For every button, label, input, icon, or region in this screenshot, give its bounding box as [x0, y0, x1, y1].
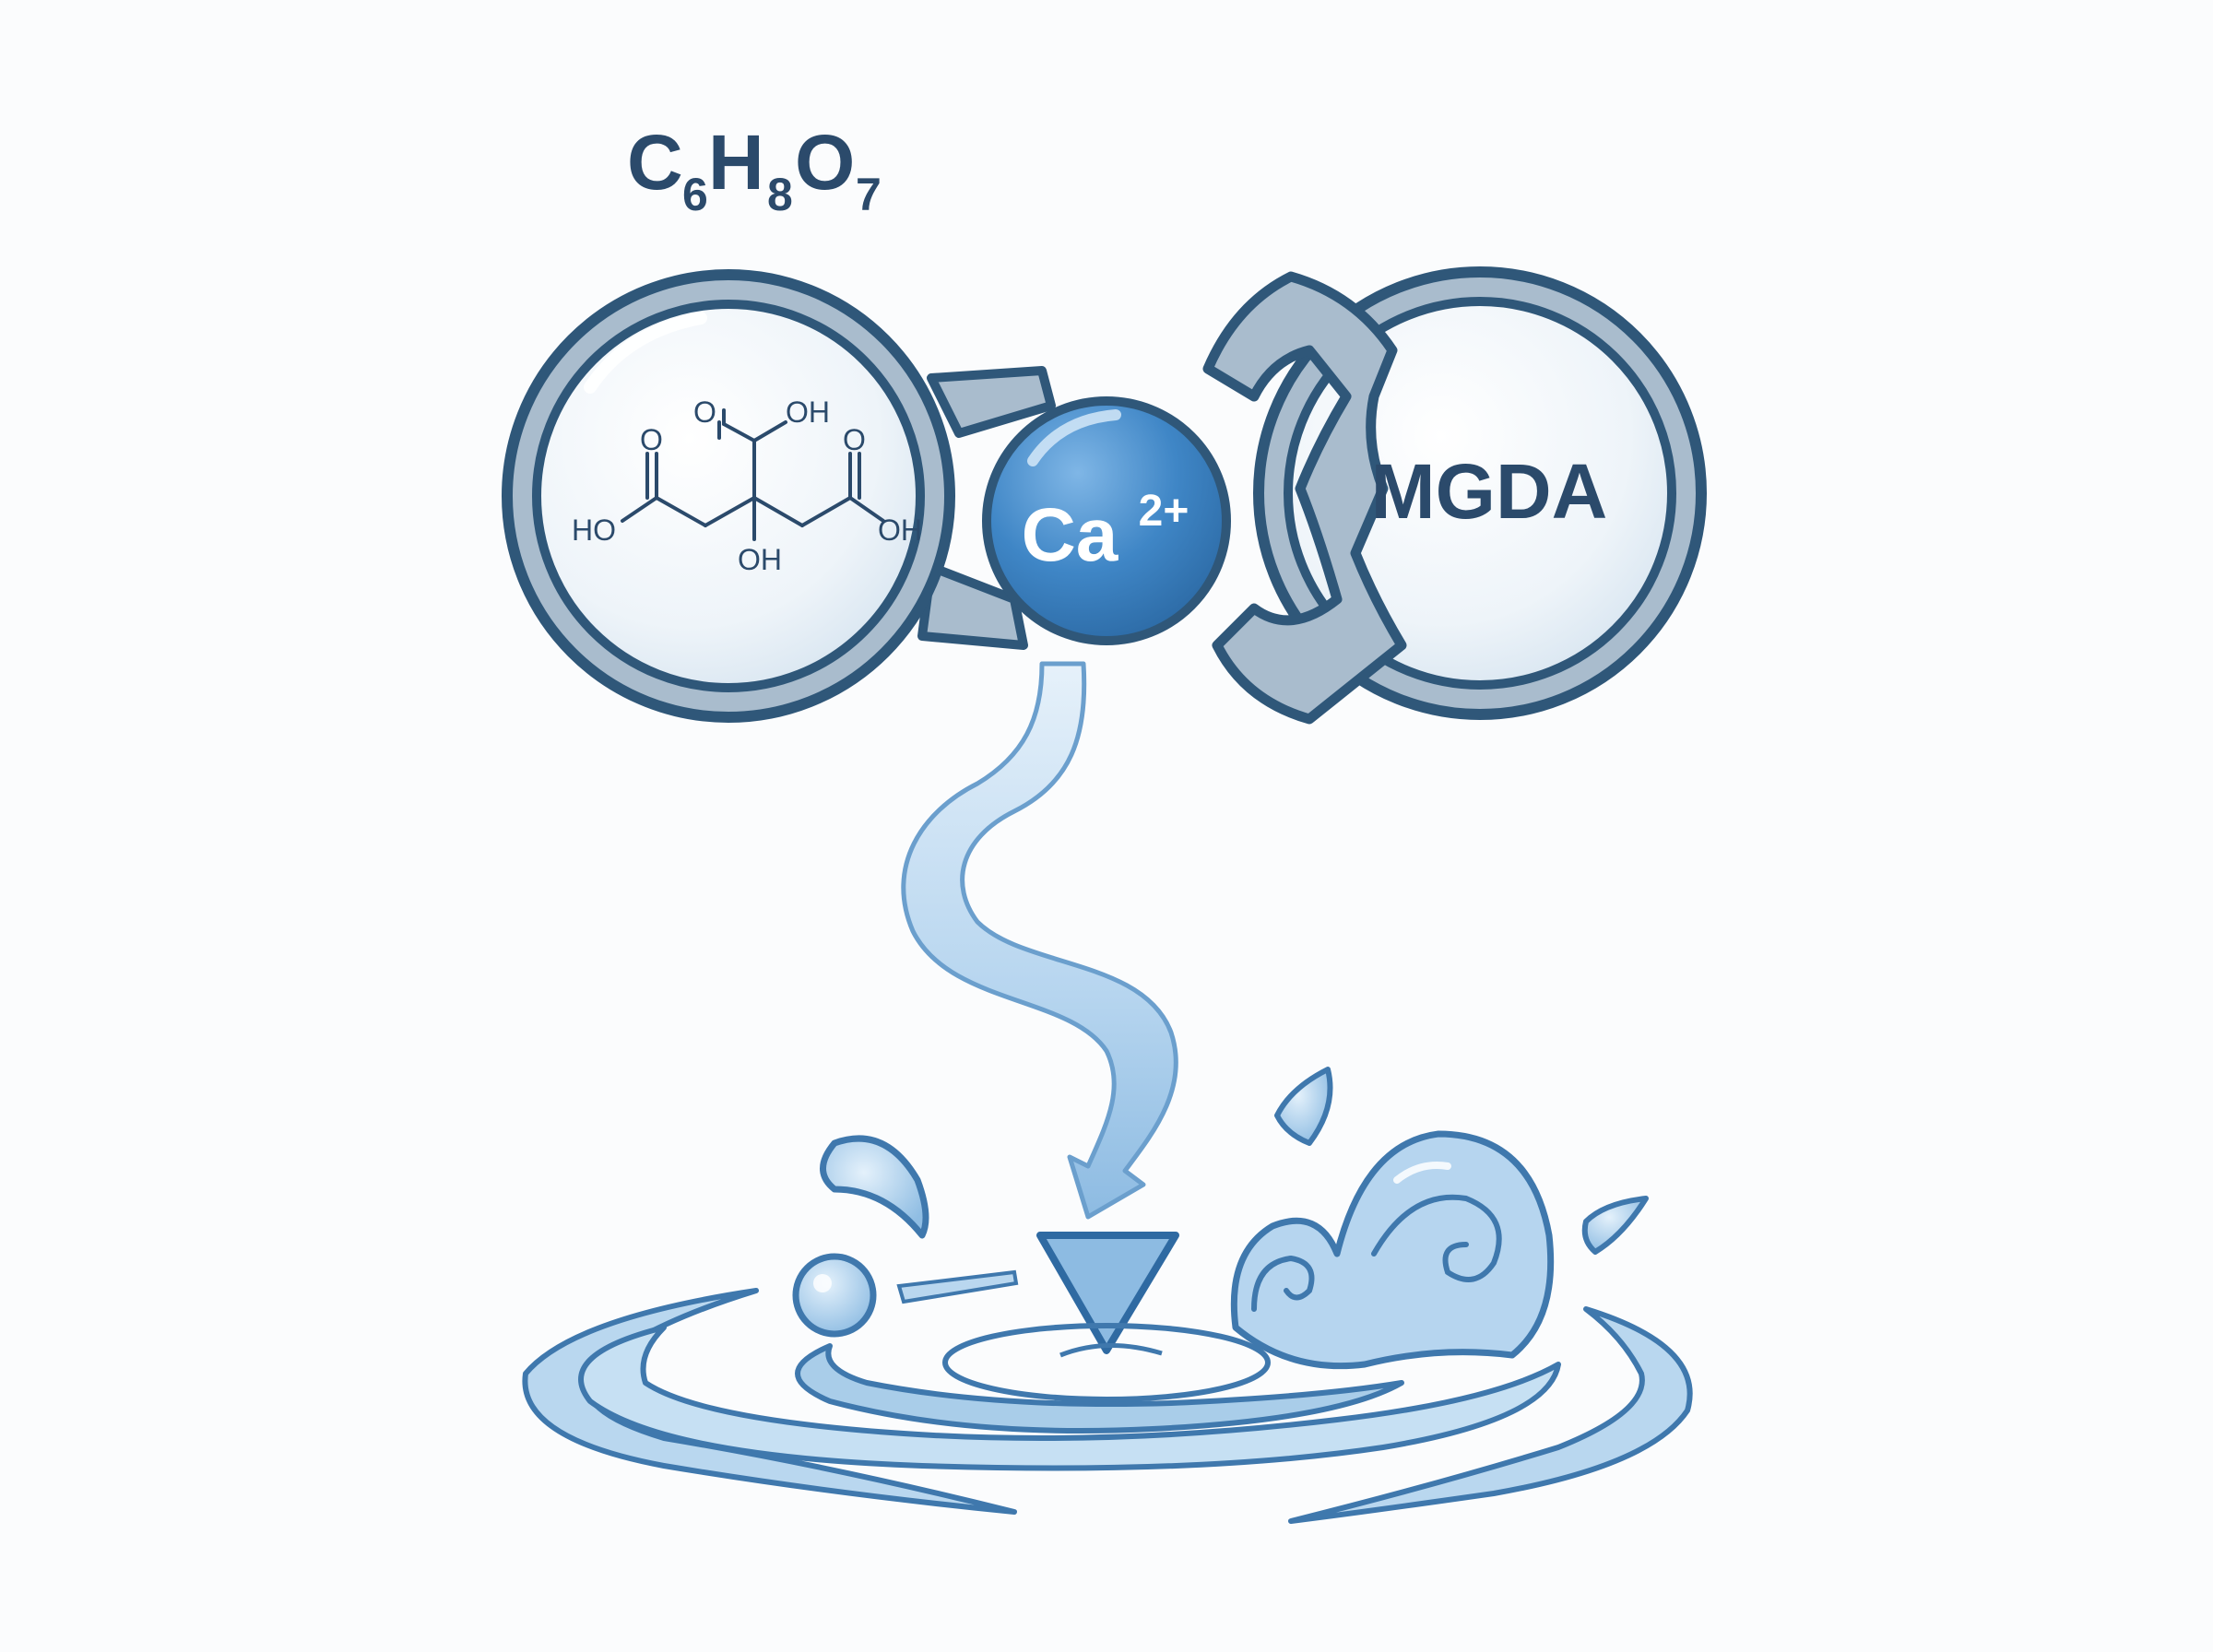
label-top-oh: OH	[786, 395, 830, 429]
stream-body	[901, 661, 1178, 1220]
left-claw-upper	[927, 366, 1056, 438]
ion-charge: 2+	[1139, 487, 1189, 536]
splash-sphere	[792, 1253, 877, 1338]
ion-sphere	[982, 396, 1231, 645]
right-bubble	[1284, 297, 1676, 690]
ion-highlight	[1027, 409, 1121, 466]
wave-highlight	[1393, 1162, 1451, 1184]
label-left-ho: HO	[572, 513, 616, 547]
label-center-oh: OH	[738, 543, 782, 576]
mgda-molecule: MGDA	[1202, 266, 1707, 725]
water-splash	[522, 1067, 1693, 1524]
ripple-middle	[578, 1325, 1561, 1471]
splash-streak	[896, 1269, 1019, 1304]
wave-curl-large	[1371, 1194, 1502, 1282]
mgda-label: MGDA	[1371, 448, 1608, 535]
wave-crest	[1230, 1130, 1555, 1370]
ion-symbol: Ca	[1022, 493, 1119, 577]
citric-acid-labels: O OH O HO O OH OH	[572, 395, 922, 576]
label-right-oh: OH	[878, 513, 922, 547]
ripple-inner	[795, 1343, 1404, 1434]
left-highlight	[584, 312, 707, 394]
ripple-outer-right	[1288, 1306, 1693, 1524]
falling-stream	[901, 661, 1179, 1354]
citric-acid-molecule: O OH O HO O OH OH	[502, 269, 1056, 723]
formula-o-subscript: 7	[856, 169, 882, 220]
wave-curl-small	[1251, 1255, 1315, 1312]
drop-right-top	[1274, 1067, 1333, 1146]
drop-far-right	[1581, 1196, 1649, 1255]
ripple-center	[942, 1323, 1271, 1402]
left-bubble	[532, 300, 925, 692]
formula-o: O	[795, 119, 855, 206]
citric-acid-structure	[621, 408, 885, 541]
splash-sphere-highlight	[813, 1274, 832, 1292]
label-right-o: O	[843, 423, 866, 456]
formula-h: H	[708, 119, 764, 206]
left-claw-lower	[917, 562, 1028, 650]
formula-h-subscript: 8	[767, 169, 793, 220]
formula-c-subscript: 6	[682, 169, 708, 220]
molecular-formula: C 6 H 8 O 7	[627, 119, 882, 220]
mgda-claw	[1202, 271, 1407, 725]
drop-left	[820, 1135, 929, 1239]
label-left-o: O	[640, 423, 663, 456]
formula-c: C	[627, 119, 683, 206]
calcium-ion: Ca 2+	[982, 396, 1231, 645]
label-top-o: O	[693, 395, 716, 429]
stream-arrowhead	[1036, 1232, 1179, 1354]
ripple-center-inner	[1059, 1342, 1163, 1358]
